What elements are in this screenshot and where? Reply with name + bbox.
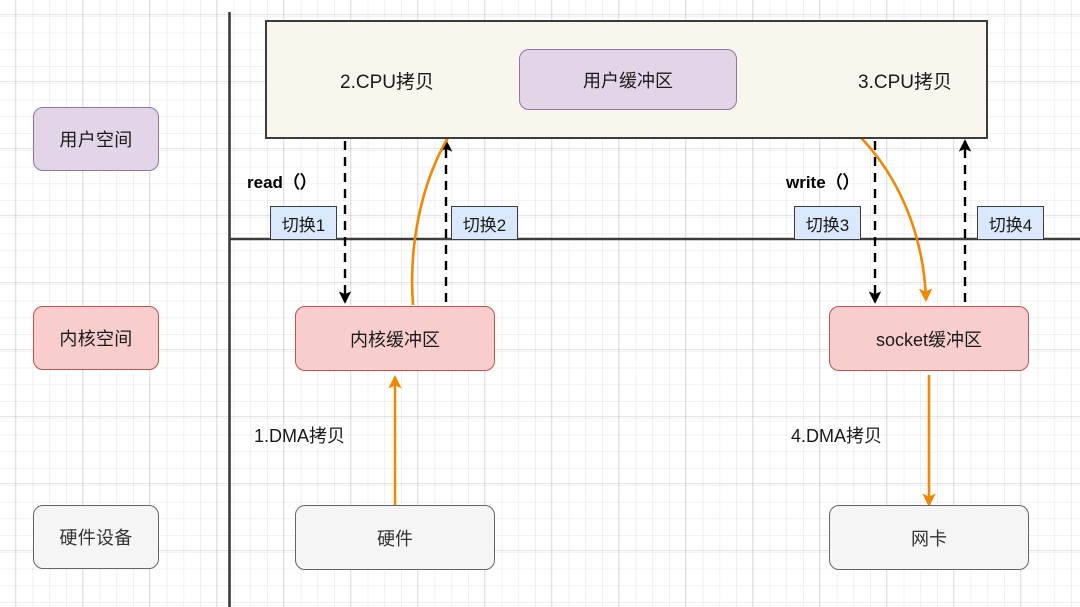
syscall-write-label: write（） [786,168,860,193]
legend-user-space: 用户空间 [33,107,159,171]
cpu-copy-2-label: 2.CPU拷贝 [340,67,434,94]
switch-box-4: 切换4 [977,206,1044,240]
dma-copy-1-label: 1.DMA拷贝 [254,422,345,448]
node-hardware[interactable]: 硬件 [295,505,495,570]
switch-box-2-label: 切换2 [462,215,507,235]
switch-box-2: 切换2 [451,206,518,240]
switch-box-1-label: 切换1 [281,215,326,235]
switch-box-3-label: 切换3 [805,215,850,235]
legend-hardware-device-label: 硬件设备 [59,528,133,548]
dma-copy-1-text: 1.DMA拷贝 [254,426,346,446]
legend-kernel-space-label: 内核空间 [59,329,133,349]
syscall-read-text: read（） [247,173,317,192]
dma-copy-4-label: 4.DMA拷贝 [791,422,882,448]
dma-copy-4-text: 4.DMA拷贝 [791,426,883,446]
node-user-buffer[interactable]: 用户缓冲区 [519,49,737,110]
legend-hardware-device: 硬件设备 [33,505,159,569]
node-kernel-buffer[interactable]: 内核缓冲区 [295,306,495,371]
legend-kernel-space: 内核空间 [33,306,159,370]
switch-box-3: 切换3 [794,206,861,240]
node-network-card[interactable]: 网卡 [829,505,1029,570]
syscall-write-text: write（） [786,173,860,192]
switch-box-1: 切换1 [270,206,337,240]
node-network-card-label: 网卡 [911,528,947,549]
node-user-buffer-label: 用户缓冲区 [583,70,673,91]
node-hardware-label: 硬件 [377,528,413,549]
legend-user-space-label: 用户空间 [59,130,133,150]
switch-box-4-label: 切换4 [988,215,1033,235]
node-socket-buffer[interactable]: socket缓冲区 [829,306,1029,371]
cpu-copy-3-text: 3.CPU拷贝 [858,72,952,93]
node-socket-buffer-label: socket缓冲区 [875,329,983,350]
node-kernel-buffer-label: 内核缓冲区 [350,329,440,350]
cpu-copy-2-text: 2.CPU拷贝 [340,72,434,93]
cpu-copy-3-label: 3.CPU拷贝 [858,67,952,94]
syscall-read-label: read（） [247,168,317,193]
